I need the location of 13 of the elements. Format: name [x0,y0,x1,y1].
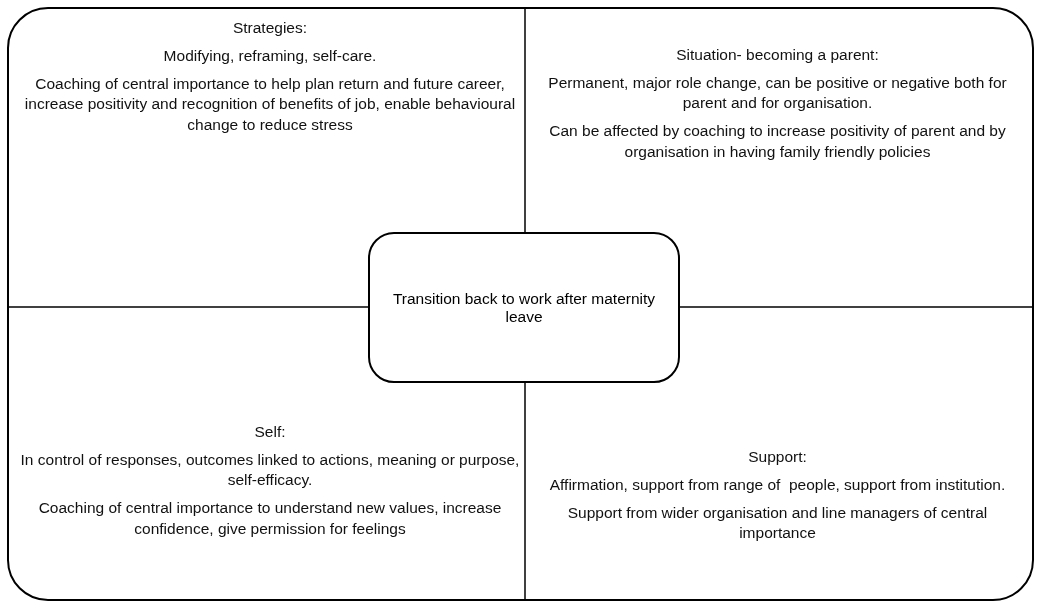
heading-text: Strategies: [231,18,309,38]
detail-text: Can be affected by coaching to increase positivity of parent and by organisation in having family friendly policies [548,121,1007,162]
heading-text: Self: [253,422,287,442]
summary-text: Permanent, major role change, can be positive or negative both for parent and for organisation. [547,73,1008,114]
detail-text: Coaching of central importance to help plan return and future career, increase positivity and recognition of benefits of job, enable behavioural change to reduce stress [23,74,517,135]
detail-text: Coaching of central importance to understand new values, increase confidence, give permission for feelings [37,498,503,539]
heading-text: Situation- becoming a parent: [675,45,880,65]
center-rounded-box: Transition back to work after maternity leave [368,232,680,383]
summary-text: Modifying, reframing, self-care. [162,46,378,67]
detail-text: Support from wider organisation and line managers of central importance [566,503,989,544]
summary-text: In control of responses, outcomes linked to actions, meaning or purpose, self-efficacy. [20,450,520,491]
heading-text: Support: [747,447,808,467]
summary-text: Affirmation, support from range of people, support from institution. [548,475,1007,496]
